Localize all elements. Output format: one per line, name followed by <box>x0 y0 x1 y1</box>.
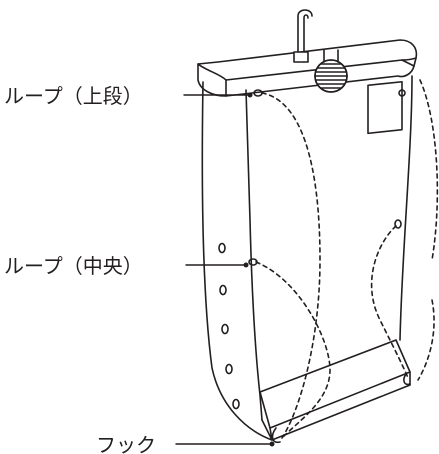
bottom-hooks <box>271 373 411 444</box>
dashed-guide-lines <box>255 79 439 439</box>
label-window <box>367 80 403 135</box>
bag-back-edges <box>399 75 413 341</box>
leader-lines <box>175 92 275 447</box>
eyelet-holes <box>218 242 240 410</box>
bag-side-panel <box>245 89 263 421</box>
bottom-tray <box>259 339 411 441</box>
label-loop-middle: ループ（中央） <box>4 254 143 278</box>
label-hook: フック <box>96 433 156 454</box>
bag-front-panel <box>201 81 273 441</box>
hanger-hook-icon <box>293 9 313 63</box>
label-loop-upper: ループ（上段） <box>4 84 143 108</box>
top-header-board <box>197 39 418 97</box>
loop-markers <box>248 89 406 266</box>
